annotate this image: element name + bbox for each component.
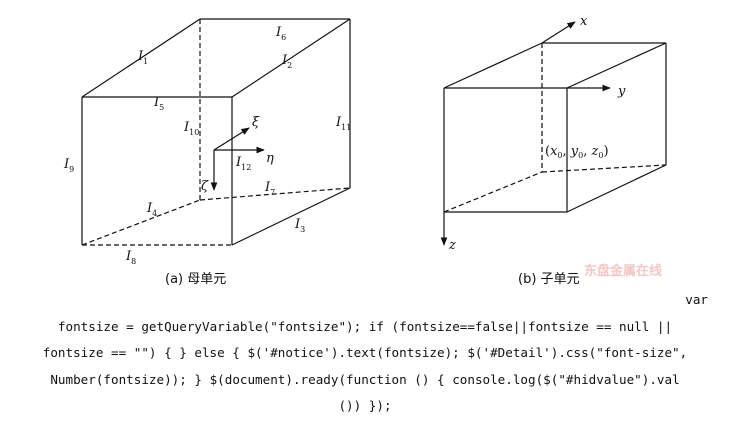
watermark: 东盘金属在线	[584, 263, 662, 279]
natural-axes	[210, 127, 265, 191]
edge-label-6: I6	[275, 25, 286, 42]
edge-label-5: I5	[153, 95, 164, 112]
code-line-5: ()) });	[338, 398, 392, 413]
b-edge-top-right	[566, 42, 667, 89]
parent-cube	[81, 18, 351, 246]
code-line-1: var	[685, 292, 708, 307]
edge-label-3: I3	[294, 217, 305, 234]
edge-bottom-right	[231, 187, 351, 246]
code-line-2: fontsize = getQueryVariable("fontsize");…	[57, 318, 673, 334]
edge-label-8: I8	[125, 249, 136, 266]
x-label: x	[580, 14, 588, 29]
z-label: z	[448, 238, 456, 253]
edge-label-4: I4	[146, 201, 157, 218]
edge-label-10: I10	[183, 120, 199, 137]
edge-top-left	[81, 18, 201, 98]
edge-bottom-left-hidden	[81, 199, 201, 246]
b-edge-bottom-right	[566, 164, 667, 213]
edge-top-right	[231, 18, 351, 98]
eta-label: η	[266, 151, 274, 166]
b-edge-bottom-back-hidden	[541, 164, 667, 173]
edge-label-1: I1	[137, 49, 148, 66]
edge-label-12: I12	[235, 155, 251, 172]
edge-label-2: I2	[281, 53, 292, 70]
code-line-4: Number(fontsize)); } $(document).ready(f…	[50, 371, 680, 387]
sub-cube	[443, 42, 667, 213]
edge-label-7: I7	[264, 180, 275, 197]
caption-a: (a) 母单元	[165, 272, 226, 287]
xi-axis-arrow	[213, 127, 250, 151]
b-edge-top-left	[443, 42, 543, 89]
caption-b: (b) 子单元	[518, 272, 580, 287]
code-snippet: var fontsize = getQueryVariable("fontsiz…	[22, 287, 708, 420]
global-axes	[440, 21, 611, 246]
edge-label-9: I9	[63, 157, 74, 174]
x-axis-arrow	[541, 21, 576, 44]
y-label: y	[617, 84, 626, 99]
origin-label: (x0, y0, z0)	[545, 144, 609, 160]
xi-label: ξ	[252, 115, 260, 130]
b-edge-bottom-left-hidden	[443, 171, 543, 213]
zeta-label: ζ	[201, 179, 209, 194]
edge-bottom-back-hidden	[199, 187, 351, 201]
edge-label-11: I11	[335, 115, 351, 132]
code-line-3: fontsize == "") { } else { $('#notice').…	[42, 345, 688, 360]
